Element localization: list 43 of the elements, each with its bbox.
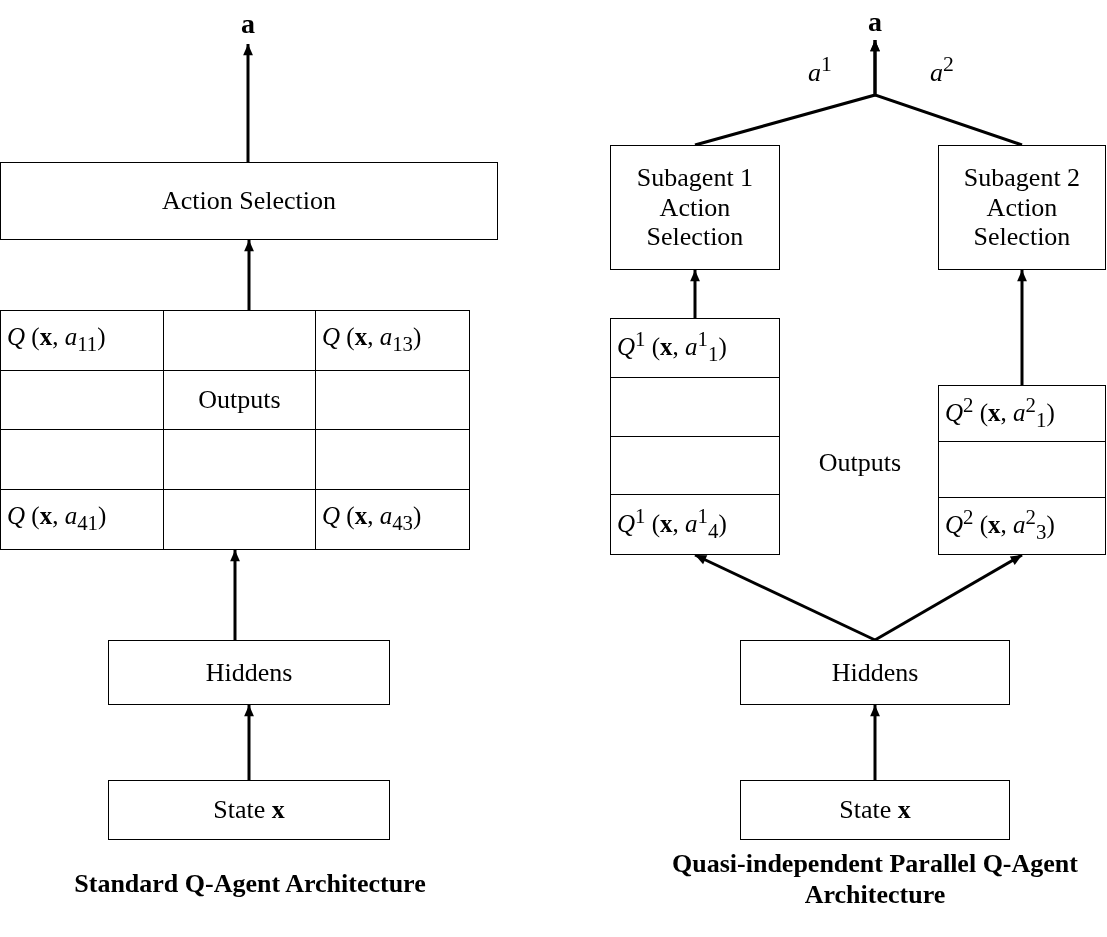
process-box xyxy=(740,640,1010,705)
process-box xyxy=(108,640,390,705)
q-value-label: Q$^{2}$ (x, a$^{2}$$_{3}$) xyxy=(945,506,1055,546)
process-box xyxy=(610,145,780,270)
q-value-label: Q$^{2}$ (x, a$^{2}$$_{1}$) xyxy=(945,393,1055,434)
arrow xyxy=(243,44,253,162)
q-value-label: Q (x, a$_{43}$) xyxy=(322,502,422,537)
arrow xyxy=(870,705,880,780)
q-value-label: Q$^{1}$ (x, a$^{1}$$_{4}$) xyxy=(617,505,727,545)
output-grid xyxy=(610,318,780,555)
output-action-label: a xyxy=(868,6,882,38)
arrow xyxy=(1017,270,1027,385)
edge-label: a$^{2}$ xyxy=(930,52,954,88)
process-box xyxy=(938,145,1106,270)
box-label: Hiddens xyxy=(205,657,293,688)
output-grid xyxy=(938,385,1106,555)
q-value-label: Q (x, a$_{11}$) xyxy=(7,323,106,358)
arrow xyxy=(694,553,876,642)
arrow xyxy=(244,240,254,310)
box-label: State x xyxy=(213,795,285,825)
arrow xyxy=(230,550,240,640)
box-label: State x xyxy=(839,795,911,825)
figure-caption: Quasi-independent Parallel Q-Agent Architecture xyxy=(671,848,1079,911)
figure-caption: Standard Q-Agent Architecture xyxy=(74,868,426,900)
arrow xyxy=(874,553,1023,642)
arrow xyxy=(690,270,700,318)
output-grid xyxy=(0,310,470,550)
box-label: Subagent 2 Action Selection xyxy=(962,162,1082,253)
process-box xyxy=(108,780,390,840)
process-box xyxy=(740,780,1010,840)
process-box xyxy=(0,162,498,240)
arrow xyxy=(870,40,1023,147)
q-value-label: Q (x, a$_{13}$) xyxy=(322,323,422,358)
box-label: Subagent 1 Action Selection xyxy=(635,162,755,253)
outputs-label: Outputs xyxy=(818,448,902,478)
edge-label: a$^{1}$ xyxy=(808,52,832,88)
arrow xyxy=(244,705,254,780)
output-action-label: a xyxy=(241,8,255,40)
q-value-label: Q$^{1}$ (x, a$^{1}$$_{1}$) xyxy=(617,328,727,368)
box-label: Hiddens xyxy=(831,657,919,688)
q-value-label: Q (x, a$_{41}$) xyxy=(7,502,107,537)
box-label: Action Selection xyxy=(162,186,336,216)
outputs-label: Outputs xyxy=(198,384,281,415)
